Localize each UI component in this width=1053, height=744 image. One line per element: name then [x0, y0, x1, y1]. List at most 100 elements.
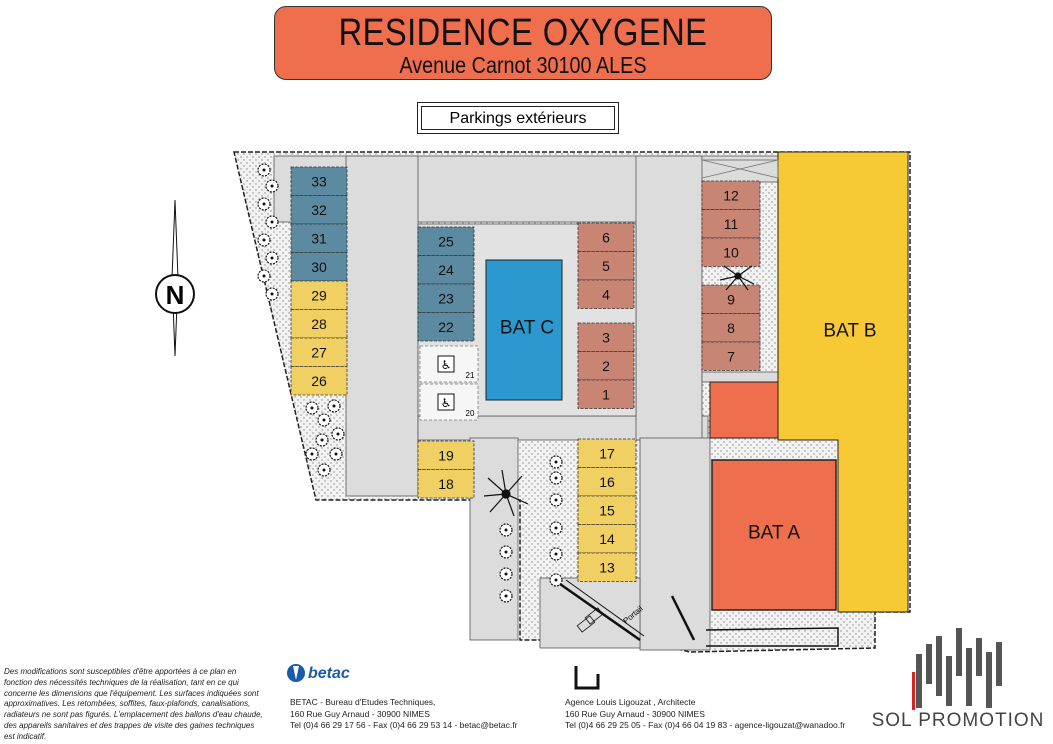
architect-line: Agence Louis Ligouzat , Architecte	[565, 697, 696, 707]
parking-slot-3: 3	[577, 322, 635, 352]
parking-slot-number: 5	[602, 258, 610, 274]
parking-slot-number: 31	[311, 230, 327, 246]
parking-slot-number: 24	[438, 262, 454, 278]
trees	[257, 163, 563, 603]
tree-trunk	[322, 468, 326, 472]
tree-trunk	[270, 184, 274, 188]
parking-slot-number: 8	[727, 320, 735, 336]
tree-trunk	[504, 550, 508, 554]
svg-text:♿: ♿	[441, 396, 452, 410]
parking-slot-number: 2	[602, 358, 610, 374]
parking-slot-number: 13	[599, 559, 615, 575]
residence-title: RESIDENCE OXYGENE	[338, 12, 708, 54]
tree-trunk	[262, 274, 266, 278]
parking-slot-17: 17	[577, 438, 637, 468]
parking-slot-24: 24	[417, 255, 475, 285]
parking-slot-number: 9	[727, 291, 735, 307]
disclaimer-text: Des modifications sont susceptibles d'êt…	[4, 667, 263, 741]
parking-slot-18: 18	[417, 469, 475, 499]
parking-slot-number: 10	[723, 244, 739, 260]
parking-slot-6: 6	[577, 222, 635, 252]
parking-slot-number: 19	[438, 447, 454, 463]
parking-slot-number: 30	[311, 259, 327, 275]
access-curb	[705, 627, 839, 647]
north-label: N	[166, 280, 185, 310]
parking-slot-31: 31	[290, 223, 348, 253]
betac-credit: BETAC - Bureau d'Etudes Techniques, 160 …	[290, 697, 550, 732]
parking-slot-number: 33	[311, 173, 327, 189]
tree-trunk	[504, 572, 508, 576]
wheelchair-icon: ♿	[437, 393, 455, 411]
parking-slot-32: 32	[290, 195, 348, 225]
building-a: BAT A	[709, 381, 837, 611]
tree-trunk	[320, 438, 324, 442]
betac-line: Tel (0)4 66 29 17 56 - Fax (0)4 66 29 53…	[290, 720, 518, 730]
parking-slot-15: 15	[577, 495, 637, 525]
betac-line: 160 Rue Guy Arnaud - 30900 NIMES	[290, 708, 430, 719]
parking-slot-33: 33	[290, 166, 348, 196]
parking-slot-number: 29	[311, 287, 327, 303]
parking-slot-25: 25	[417, 226, 475, 256]
tree-trunk	[310, 452, 314, 456]
parking-slot-16: 16	[577, 467, 637, 497]
building-b-label: BAT B	[823, 321, 876, 342]
parking-slot-number: 28	[311, 316, 327, 332]
betac-logo: betac	[287, 664, 350, 682]
tree-trunk	[270, 220, 274, 224]
tree-trunk	[322, 418, 326, 422]
parking-slot-11: 11	[701, 209, 761, 239]
tree-trunk	[554, 498, 558, 502]
handicap-spots: ♿ ♿ 21 20	[419, 345, 479, 421]
parking-slot-number: 17	[599, 445, 615, 461]
svg-text:♿: ♿	[441, 358, 452, 372]
parking-slot-number: 3	[602, 329, 610, 345]
tree-trunk	[504, 528, 508, 532]
parking-slot-number: 11	[724, 216, 739, 232]
sol-promotion-bars-icon	[912, 628, 1002, 710]
parking-slot-19: 19	[417, 440, 475, 470]
parking-slot-30: 30	[290, 252, 348, 282]
tree-trunk	[336, 432, 340, 436]
section-label: Parkings extérieurs	[421, 106, 615, 130]
building-c-label: BAT C	[500, 318, 554, 339]
architect-line: Tel (0)4 66 29 25 05 - Fax (0)4 66 04 19…	[565, 720, 846, 730]
parking-slot-number: 27	[311, 344, 327, 360]
parking-slot-5: 5	[577, 251, 635, 281]
tree-trunk	[262, 238, 266, 242]
parking-slot-number: 25	[438, 233, 454, 249]
parking-slot-14: 14	[577, 524, 637, 554]
parking-slot-number: 15	[599, 502, 615, 518]
tree-trunk	[554, 476, 558, 480]
parking-slot-23: 23	[417, 283, 475, 313]
betac-line: BETAC - Bureau d'Etudes Techniques,	[290, 697, 436, 707]
parking-slot-number: 14	[599, 531, 615, 547]
tree-trunk	[310, 406, 314, 410]
roads	[273, 155, 781, 651]
building-c: BAT C	[485, 259, 563, 401]
parking-slot-26: 26	[290, 366, 348, 396]
parking-slot-2: 2	[577, 351, 635, 381]
tree-trunk	[554, 460, 558, 464]
tree-trunk	[554, 578, 558, 582]
parking-slot-10: 10	[701, 237, 761, 267]
parking-slot-4: 4	[577, 279, 635, 309]
parking-slot-number: 18	[438, 476, 454, 492]
betac-logo-text: betac	[308, 665, 350, 682]
entrance-markings	[701, 159, 779, 179]
tree-trunk	[332, 404, 336, 408]
parking-slot-number: 32	[311, 202, 327, 218]
tree-trunk	[334, 452, 338, 456]
sol-promotion-logo: SOL PROMOTION	[866, 626, 1050, 738]
parking-slot-8: 8	[701, 313, 761, 343]
parking-slot-1: 1	[577, 379, 635, 409]
architect-credit: Agence Louis Ligouzat , Architecte 160 R…	[565, 697, 865, 732]
parking-slot-7: 7	[701, 341, 761, 371]
architect-line: 160 Rue Guy Arnaud - 30900 NIMES	[565, 708, 705, 719]
building-b: BAT B	[777, 151, 909, 613]
wheelchair-icon: ♿	[437, 355, 455, 373]
parking-slot-number: 4	[602, 286, 610, 302]
parking-slot-27: 27	[290, 337, 348, 367]
parking-slot-9: 9	[701, 284, 761, 314]
architect-logo	[574, 666, 600, 690]
